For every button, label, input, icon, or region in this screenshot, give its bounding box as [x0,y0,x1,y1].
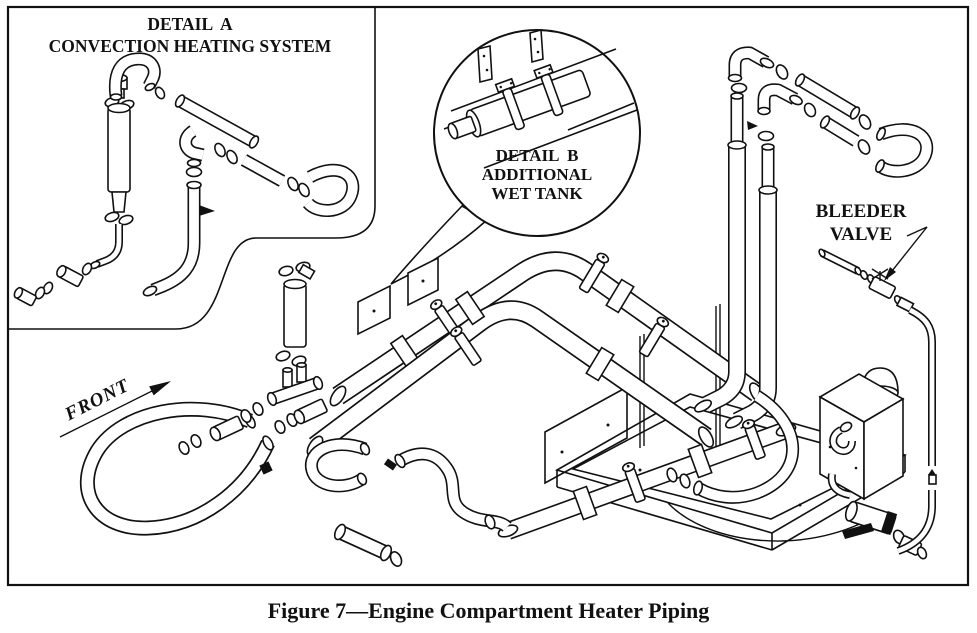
expansion-tank [818,367,905,501]
vertical-supply-pipes [693,46,803,430]
top-right-hose-fittings [775,64,934,178]
detail-a-title-line2: CONVECTION HEATING SYSTEM [48,36,332,56]
detail-b-label-line3: WET TANK [491,184,583,203]
bleeder-leader-arrow [884,226,928,281]
main-pipe-run [306,251,766,457]
bleeder-valve-label-line2: VALVE [829,224,893,245]
drain-valve-assembly [842,500,928,560]
valve-handle [842,523,874,539]
detail-b-label-line1: DETAIL B [495,146,579,165]
bleeder-valve-label: BLEEDER VALVE [806,200,916,246]
detail-b-label: DETAIL B ADDITIONAL WET TANK [459,146,615,203]
bleeder-valve-label-line1: BLEEDER [815,201,907,222]
front-direction-arrow [59,381,171,438]
detail-a-title: DETAIL A CONVECTION HEATING SYSTEM [14,13,366,57]
bleeder-valve-parts [818,248,937,555]
detail-b-balloon [390,29,641,285]
bottom-hoses [80,261,512,567]
mounting-brackets [357,256,439,336]
figure-caption: Figure 7—Engine Compartment Heater Pipin… [267,598,710,623]
right-arc-hose [666,390,867,542]
detail-a-parts [13,52,360,307]
detail-a-title-line1: DETAIL A [147,14,233,34]
detail-a-region-outline [9,7,376,330]
overflow-tube [667,502,867,542]
detail-b-label-line2: ADDITIONAL [481,165,593,184]
detail-b-wet-tank-art [443,28,638,169]
